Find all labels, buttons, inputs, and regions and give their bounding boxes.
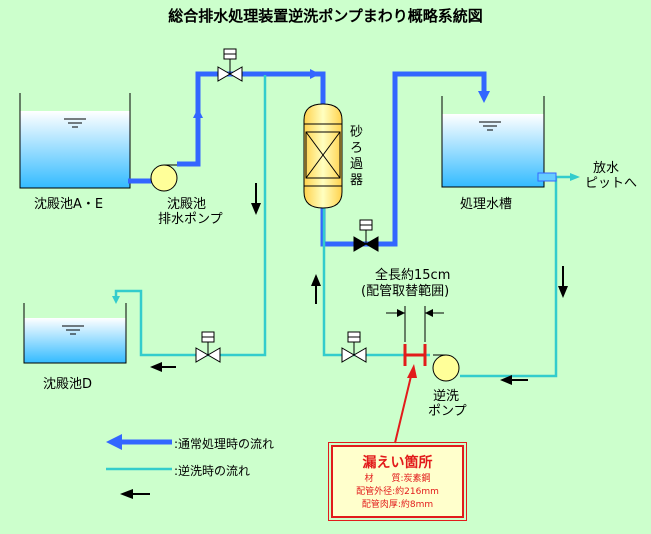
- valve-top: [217, 48, 243, 82]
- pipe-return-to-d: [114, 75, 267, 357]
- pipe-treated-to-backwash-pump: [460, 177, 558, 378]
- label-sedimentation-d: 沈殿池D: [43, 377, 93, 392]
- leak-row-thickness-key: 配管肉厚: [361, 500, 398, 510]
- flow-arrow-up-icon: [193, 108, 203, 118]
- pipe-pump-to-filter: [177, 71, 326, 167]
- valve-filter-outlet: [353, 219, 379, 252]
- label-sedimentation-ae: 沈殿池A・E: [34, 197, 104, 212]
- leak-row-material: 材 質:炭素鋼: [364, 474, 431, 484]
- pump-sedimentation: [150, 164, 178, 192]
- sand-filter: [303, 103, 343, 209]
- diagram-title: 総合排水処理装置逆洗ポンプまわり概略系統図: [168, 7, 483, 25]
- tank-treated-water: [441, 96, 545, 188]
- label-filter-char-1: 砂: [350, 125, 364, 140]
- leak-row-diameter: 配管外径:約216mm: [356, 487, 439, 497]
- label-backwash-pump-line2: ポンプ: [428, 404, 467, 419]
- pump-backwash: [432, 354, 460, 382]
- tank-sedimentation-d: [23, 303, 127, 364]
- leak-row-thickness: 配管肉厚:約8mm: [361, 500, 434, 510]
- leak-row-diameter-key: 配管外径: [356, 487, 393, 497]
- direction-arrows: [150, 183, 568, 385]
- label-discharge-line2: ピットへ: [585, 176, 638, 191]
- label-treated-tank: 処理水槽: [460, 197, 513, 212]
- label-filter-char-3: 過: [350, 157, 364, 172]
- leak-row-material-key: 材 質: [364, 474, 401, 484]
- flow-arrow-right-icon: [310, 69, 320, 79]
- label-span-line2: (配管取替範囲): [361, 284, 450, 299]
- label-filter-char-2: ろ: [350, 141, 364, 156]
- label-discharge-line1: 放水: [593, 161, 620, 176]
- label-backwash-pump-line1: 逆洗: [433, 389, 460, 404]
- legend-black-arrow-icon: [120, 489, 150, 499]
- label-pump-line1: 沈殿池: [167, 197, 207, 212]
- leak-callout-arrow: [394, 364, 417, 444]
- tank-sedimentation-ae: [19, 93, 131, 189]
- leak-row-material-value: 炭素鋼: [403, 474, 431, 484]
- label-filter-char-4: 器: [350, 173, 364, 188]
- valve-backwash-return: [195, 331, 221, 363]
- flow-arrow-down-icon: [478, 91, 490, 103]
- backwash-arrow-down-icon: [112, 296, 120, 304]
- discharge-arrow-icon: [570, 173, 580, 181]
- label-pump-line2: 排水ポンプ: [158, 212, 223, 227]
- leak-box-rows: 材 質:炭素鋼 配管外径:約216mm 配管肉厚:約8mm: [333, 473, 462, 512]
- span-dimension: [386, 306, 444, 342]
- valve-backwash-inlet: [341, 331, 367, 363]
- leak-point: [403, 344, 427, 366]
- legend-backwash-flow: :逆洗時の流れ: [174, 464, 251, 478]
- leak-row-diameter-value: 約216mm: [395, 487, 439, 497]
- legend-normal-flow: :通常処理時の流れ: [174, 437, 275, 451]
- legend-normal-arrow-icon: [106, 434, 172, 450]
- leak-info-box: 漏えい箇所 材 質:炭素鋼 配管外径:約216mm 配管肉厚:約8mm: [328, 442, 467, 521]
- label-span-line1: 全長約15cm: [375, 268, 451, 283]
- backwash-piping: [114, 75, 570, 378]
- leak-box-title: 漏えい箇所: [362, 455, 433, 471]
- leak-row-thickness-value: 約8mm: [400, 500, 434, 510]
- pipe-backwash-to-filter: [322, 207, 430, 357]
